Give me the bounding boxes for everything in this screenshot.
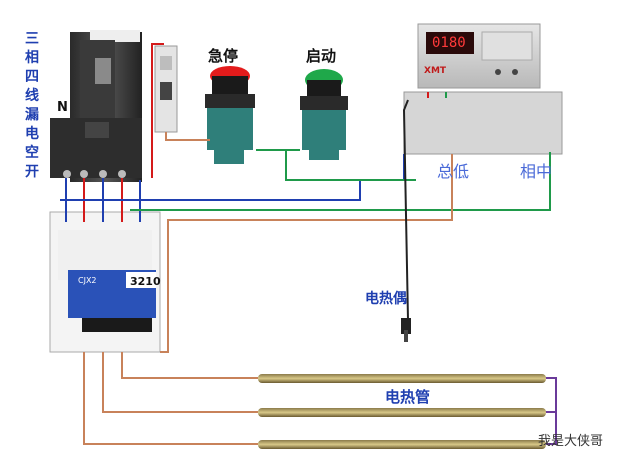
wire-group-control [60,43,551,353]
thermocouple-label: 电热偶 [365,291,407,307]
heating-tubes [258,374,546,449]
heating-tube-label: 电热管 [385,388,431,406]
terminal-left-label: 总低 [437,162,470,181]
neutral-label: N [57,100,68,115]
three-phase-breaker [50,30,142,182]
terminal-block [403,91,563,155]
wire-group-heater [83,352,557,445]
contactor-brand-label: CJX2 [78,276,97,285]
meter-brand-label: XMT [424,66,447,76]
breaker-label: 三相四线漏电空开 [25,31,39,180]
watermark-label: 我是大侠哥 [538,434,604,449]
ac-contactor [49,211,161,353]
contactor-model-label: 3210 [130,275,161,288]
emergency-stop-button [205,66,255,164]
start-label: 启动 [306,47,337,65]
meter-reading: 0180 [432,35,466,51]
small-breaker [154,45,178,133]
emergency-stop-label: 急停 [208,47,239,65]
terminal-right-label: 相中 [520,162,553,181]
thermocouple-probe [401,318,411,342]
start-button [300,69,348,160]
temperature-controller [417,23,541,89]
